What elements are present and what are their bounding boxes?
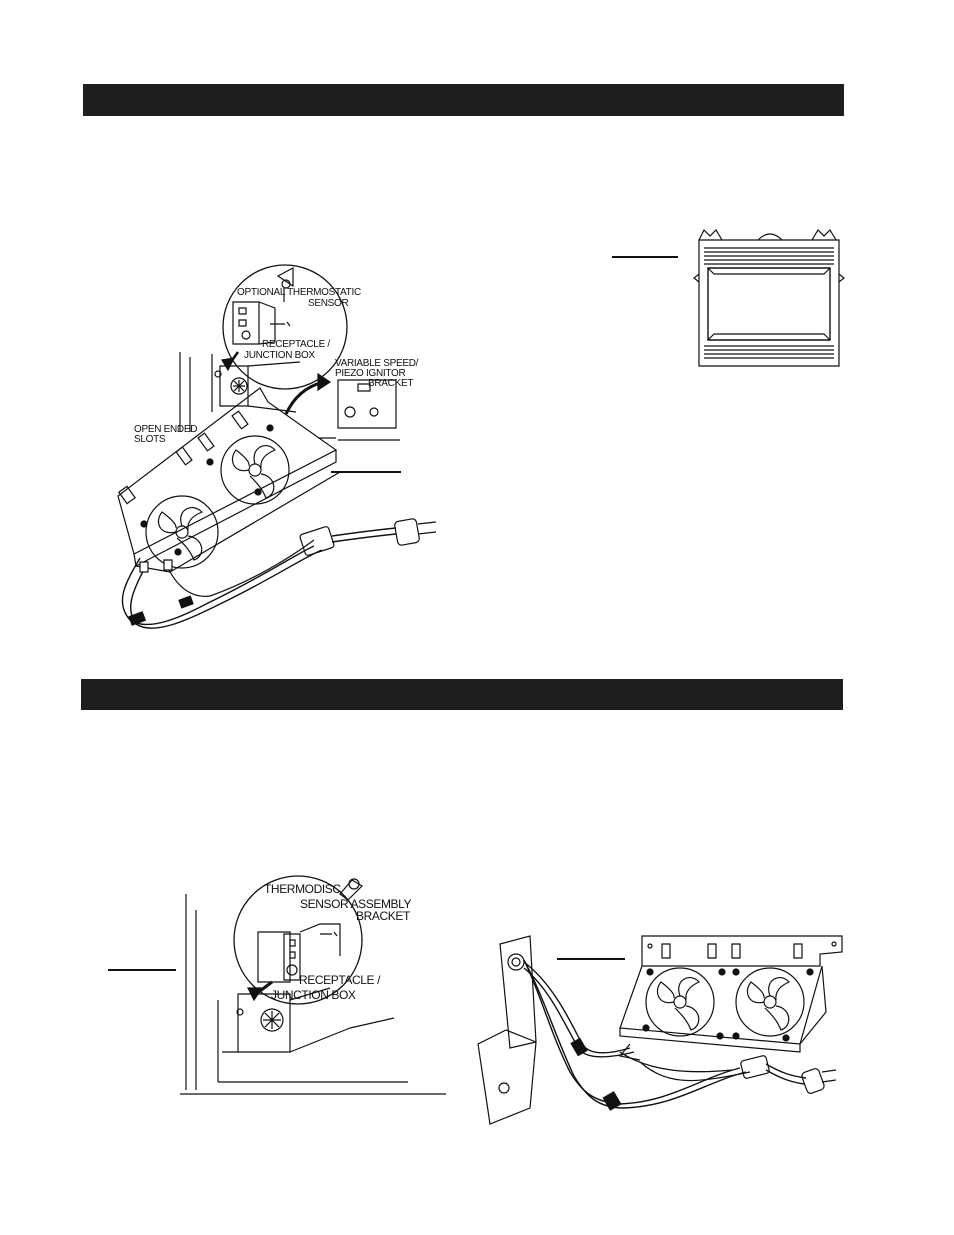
label-sensor-bracket: BRACKET bbox=[356, 909, 410, 923]
fan-assembly-diagram bbox=[470, 932, 850, 1128]
label-optional-thermostatic-sensor: OPTIONAL THERMOSTATIC bbox=[237, 287, 361, 298]
figure-caption-rule-4 bbox=[557, 958, 625, 960]
figure-caption-rule-1 bbox=[331, 471, 401, 473]
sensor-bracket-diagram bbox=[180, 870, 450, 1100]
label-piezo-ignitor: PIEZO IGNITOR bbox=[335, 368, 406, 379]
label-sensor: SENSOR bbox=[308, 298, 349, 309]
label-junction-box: JUNCTION BOX bbox=[244, 350, 315, 361]
section-header-bar-1 bbox=[83, 84, 844, 116]
label-sensor-assembly: SENSOR ASSEMBLY bbox=[300, 897, 412, 911]
label-variable-speed: VARIABLE SPEED/ bbox=[335, 358, 419, 369]
section-header-bar-2 bbox=[81, 679, 843, 710]
figure-caption-rule-3 bbox=[108, 969, 176, 971]
label-bracket: BRACKET bbox=[368, 378, 414, 389]
label-slots: SLOTS bbox=[134, 434, 166, 445]
figure-caption-rule-2 bbox=[612, 256, 678, 258]
label-receptacle: RECEPTACLE / bbox=[262, 339, 330, 350]
label-junction-box-2: JUNCTION BOX bbox=[271, 988, 356, 1002]
fan-kit-diagram bbox=[100, 262, 460, 634]
label-open-ended: OPEN ENDED bbox=[134, 424, 198, 435]
label-thermodisc: THERMODISC bbox=[264, 882, 341, 896]
fireplace-icon bbox=[694, 224, 846, 370]
label-receptacle-2: RECEPTACLE / bbox=[299, 973, 380, 987]
